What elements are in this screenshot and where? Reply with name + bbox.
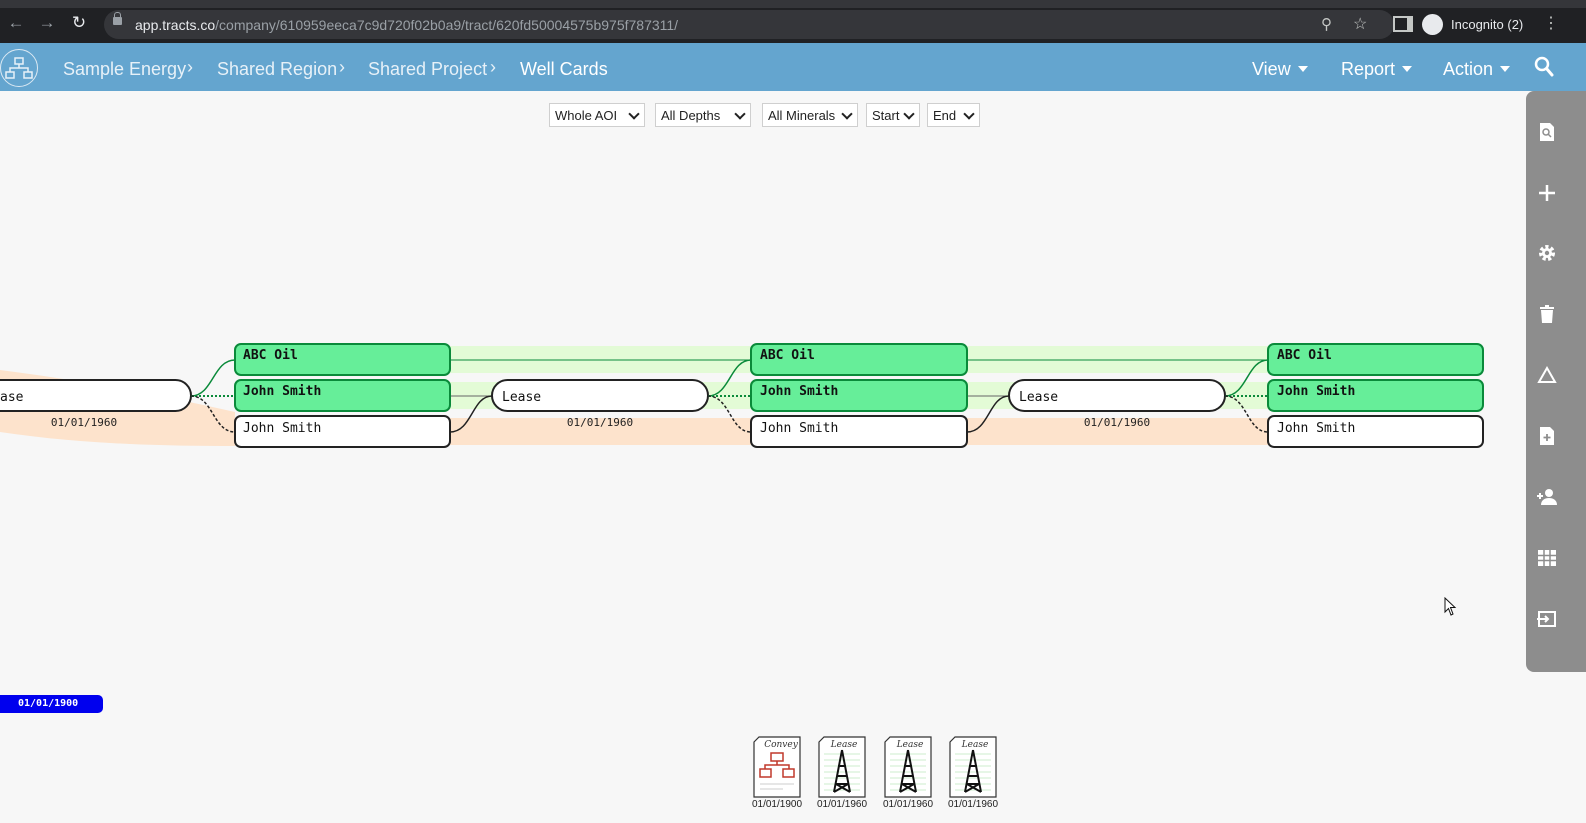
depth-filter-value: All Depths: [661, 108, 720, 123]
end-filter-value: End: [933, 108, 956, 123]
lease-node-label: Lease: [1019, 390, 1058, 405]
url-text[interactable]: app.tracts.co/company/610959eeca7c9d720f…: [135, 17, 678, 33]
tab-strip: [0, 0, 1586, 8]
side-panel-icon[interactable]: [1393, 16, 1413, 32]
document-type-label: Convey: [764, 740, 799, 750]
mineral-filter-value: All Minerals: [768, 108, 835, 123]
back-icon[interactable]: ←: [5, 14, 27, 31]
owner-label: ABC Oil: [1277, 348, 1332, 363]
add-document-icon[interactable]: [1537, 426, 1557, 446]
report-menu[interactable]: Report: [1341, 59, 1412, 80]
search-document-icon[interactable]: [1537, 122, 1557, 142]
chevron-down-icon: [628, 108, 639, 119]
caret-down-icon: [1402, 66, 1412, 72]
tracts-logo-icon[interactable]: [0, 49, 38, 87]
lease-node-label: ase: [0, 390, 24, 405]
chevron-down-icon: [963, 108, 974, 119]
export-icon[interactable]: [1537, 609, 1557, 629]
document-type-label: Lease: [896, 740, 924, 750]
chevron-down-icon: [841, 108, 852, 119]
url-path: /company/610959eeca7c9d720f02b0a9/tract/…: [215, 17, 678, 33]
breadcrumb-company[interactable]: Sample Energy: [63, 59, 186, 80]
owner-label: John Smith: [243, 421, 321, 436]
owner-label: John Smith: [243, 384, 321, 399]
mouse-cursor-icon: [1444, 597, 1458, 617]
lock-icon: [113, 17, 122, 25]
add-user-icon[interactable]: [1537, 487, 1557, 507]
chevron-down-icon: [734, 108, 745, 119]
breadcrumb-current: Well Cards: [520, 59, 608, 80]
lease-document-icon[interactable]: Lease: [949, 736, 997, 798]
breadcrumb-chevron-icon: ›: [490, 57, 496, 78]
plus-icon[interactable]: [1537, 183, 1557, 203]
owner-label: John Smith: [760, 421, 838, 436]
area-filter-select[interactable]: Whole AOI: [549, 103, 645, 127]
document-type-label: Lease: [830, 740, 858, 750]
view-menu-label: View: [1252, 59, 1291, 79]
convey-document-icon[interactable]: Convey: [753, 736, 801, 798]
reload-icon[interactable]: ↻: [68, 14, 90, 31]
tract-flow-diagram: ase Lease Lease 01/01/1960 01/01/1960 01…: [0, 330, 1526, 460]
lease-document-icon[interactable]: Lease: [884, 736, 932, 798]
document-date: 01/01/1960: [812, 799, 872, 810]
view-menu[interactable]: View: [1252, 59, 1308, 80]
owner-label: ABC Oil: [243, 348, 298, 363]
document-date: 01/01/1960: [943, 799, 1003, 810]
lease-node[interactable]: [0, 380, 191, 411]
owner-label: John Smith: [1277, 421, 1355, 436]
trash-icon[interactable]: [1537, 304, 1557, 324]
area-filter-value: Whole AOI: [555, 108, 617, 123]
zoom-icon[interactable]: ⚲: [1321, 15, 1332, 33]
profile-label[interactable]: Incognito (2): [1451, 17, 1523, 32]
owner-label: John Smith: [760, 384, 838, 399]
breadcrumb-project[interactable]: Shared Project: [368, 59, 487, 80]
gear-icon[interactable]: [1537, 243, 1557, 263]
breadcrumb-chevron-icon: ›: [339, 57, 345, 78]
caret-down-icon: [1298, 66, 1308, 72]
lease-node-label: Lease: [502, 390, 541, 405]
depth-filter-select[interactable]: All Depths: [655, 103, 751, 127]
mineral-filter-select[interactable]: All Minerals: [762, 103, 858, 127]
end-filter-select[interactable]: End: [927, 103, 980, 127]
start-filter-select[interactable]: Start: [866, 103, 920, 127]
action-menu-label: Action: [1443, 59, 1493, 79]
lease-date-label: 01/01/1960: [51, 416, 117, 429]
start-filter-value: Start: [872, 108, 899, 123]
forward-icon[interactable]: →: [36, 14, 58, 31]
document-date: 01/01/1960: [878, 799, 938, 810]
owner-label: ABC Oil: [760, 348, 815, 363]
breadcrumb-chevron-icon: ›: [187, 57, 193, 78]
search-icon[interactable]: [1534, 56, 1554, 78]
url-host: app.tracts.co: [135, 17, 215, 33]
connector-line: [191, 360, 235, 396]
owner-label: John Smith: [1277, 384, 1355, 399]
breadcrumb-region[interactable]: Shared Region: [217, 59, 337, 80]
browser-menu-icon[interactable]: ⋮: [1543, 13, 1559, 33]
timeline-start-tag[interactable]: 01/01/1900: [0, 695, 103, 713]
document-date: 01/01/1900: [747, 799, 807, 810]
action-menu[interactable]: Action: [1443, 59, 1510, 80]
incognito-icon[interactable]: [1422, 14, 1443, 35]
caret-down-icon: [1500, 66, 1510, 72]
triangle-icon[interactable]: [1537, 365, 1557, 385]
lease-date-label: 01/01/1960: [567, 416, 633, 429]
chevron-down-icon: [903, 108, 914, 119]
grid-icon[interactable]: [1537, 548, 1557, 568]
lease-date-label: 01/01/1960: [1084, 416, 1150, 429]
bookmark-star-icon[interactable]: ☆: [1353, 14, 1367, 34]
document-type-label: Lease: [961, 740, 989, 750]
lease-document-icon[interactable]: Lease: [818, 736, 866, 798]
report-menu-label: Report: [1341, 59, 1395, 79]
